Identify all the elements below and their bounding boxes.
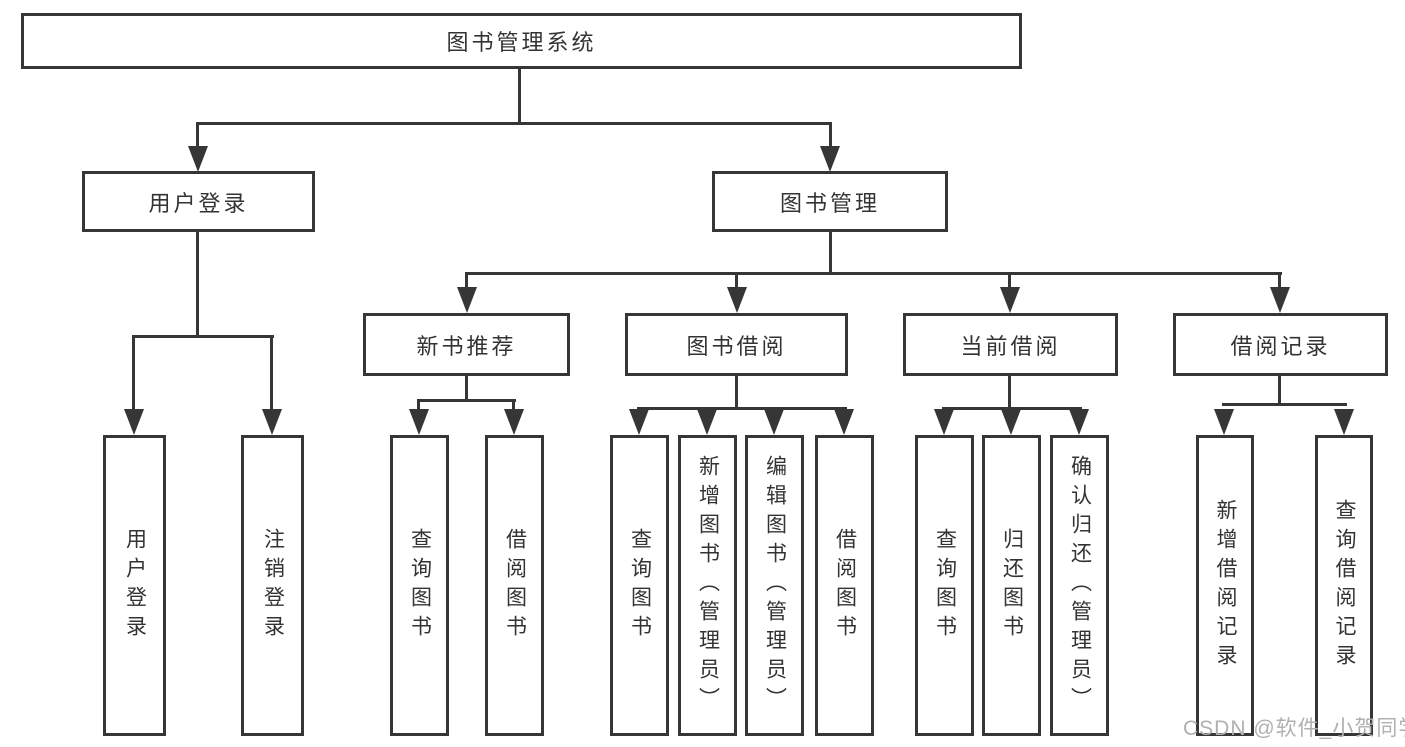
leaf-query-books-current: 查询图书 [915,435,974,736]
connector-drop-user-login [196,122,199,150]
arrow-down-icon [1001,409,1021,435]
arrow-down-icon [764,409,784,435]
connector-current-borrow-stem [1008,375,1011,407]
leaf-user-login-label: 用户登录 [123,527,147,644]
leaf-edit-book-admin: 编辑图书（管理员） [745,435,804,736]
connector-drop-leaf-user-login [132,335,135,411]
connector-new-book-bus [417,399,516,402]
node-book-borrow: 图书借阅 [625,313,848,376]
leaf-query-books-recommend: 查询图书 [390,435,449,736]
arrow-down-icon [504,409,524,435]
leaf-borrow-books-borrow: 借阅图书 [815,435,874,736]
connector-drop-leaf-logout [270,335,273,411]
arrow-down-icon [1000,287,1020,313]
connector-drop-book-management [829,122,832,150]
leaf-user-login: 用户登录 [103,435,166,736]
leaf-add-book-admin: 新增图书（管理员） [678,435,737,736]
csdn-watermark: CSDN @软件_小贺同学 [1183,717,1405,740]
node-book-management-label: 图书管理 [779,190,880,216]
node-user-login-label: 用户登录 [148,190,249,216]
connector-user-login-stem [196,232,199,335]
leaf-confirm-return-admin: 确认归还（管理员） [1050,435,1109,736]
connector-new-book-stem [465,375,468,399]
arrow-down-icon [697,409,717,435]
connector-drop [417,399,420,411]
arrow-down-icon [1270,287,1290,313]
connector-drop-book-borrow [735,272,738,289]
leaf-borrow-books-recommend-label: 借阅图书 [503,527,527,644]
node-root-label: 图书管理系统 [446,30,597,55]
node-new-book-recommend: 新书推荐 [363,313,570,376]
arrow-down-icon [457,287,477,313]
arrow-down-icon [124,409,144,435]
leaf-query-borrow-record-label: 查询借阅记录 [1333,498,1356,673]
leaf-edit-book-admin-label: 编辑图书（管理员） [763,455,787,716]
connector-drop-new-book [465,272,468,289]
arrow-down-icon [834,409,854,435]
connector-book-borrow-stem [735,375,738,407]
connector-root-bus [196,122,832,125]
node-book-management: 图书管理 [712,171,948,232]
arrow-down-icon [1069,409,1089,435]
node-borrow-records-label: 借阅记录 [1230,333,1331,359]
connector-drop [512,399,515,411]
leaf-query-books-recommend-label: 查询图书 [408,527,432,644]
leaf-query-books-borrow: 查询图书 [610,435,669,736]
connector-book-management-stem [829,232,832,272]
connector-root-stem [518,68,521,122]
node-current-borrow: 当前借阅 [903,313,1118,376]
arrow-down-icon [934,409,954,435]
leaf-query-books-borrow-label: 查询图书 [628,527,652,644]
arrow-down-icon [1214,409,1234,435]
connector-borrow-records-stem [1278,375,1281,403]
leaf-add-book-admin-label: 新增图书（管理员） [696,455,720,716]
node-root: 图书管理系统 [21,13,1022,69]
node-borrow-records: 借阅记录 [1173,313,1388,376]
connector-book-borrow-bus [637,407,847,410]
leaf-query-borrow-record: 查询借阅记录 [1315,435,1373,736]
arrow-down-icon [409,409,429,435]
connector-drop-borrow-records [1278,272,1281,289]
leaf-add-borrow-record: 新增借阅记录 [1196,435,1254,736]
connector-user-login-bus [132,335,274,338]
node-current-borrow-label: 当前借阅 [960,333,1061,359]
connector-book-management-bus [465,272,1282,275]
arrow-down-icon [629,409,649,435]
arrow-down-icon [727,287,747,313]
node-book-borrow-label: 图书借阅 [686,333,787,359]
connector-current-borrow-bus [942,407,1082,410]
leaf-query-books-current-label: 查询图书 [933,527,957,644]
leaf-logout: 注销登录 [241,435,304,736]
leaf-logout-label: 注销登录 [261,527,285,644]
node-new-book-recommend-label: 新书推荐 [416,333,517,359]
leaf-borrow-books-borrow-label: 借阅图书 [833,527,857,644]
connector-borrow-records-bus [1222,403,1347,406]
leaf-confirm-return-admin-label: 确认归还（管理员） [1068,455,1092,716]
leaf-borrow-books-recommend: 借阅图书 [485,435,544,736]
leaf-return-books-label: 归还图书 [1000,527,1024,644]
arrow-down-icon [820,146,840,172]
leaf-return-books: 归还图书 [982,435,1041,736]
connector-drop-current-borrow [1008,272,1011,289]
arrow-down-icon [262,409,282,435]
arrow-down-icon [188,146,208,172]
leaf-add-borrow-record-label: 新增借阅记录 [1214,498,1237,673]
node-user-login: 用户登录 [82,171,315,232]
arrow-down-icon [1334,409,1354,435]
